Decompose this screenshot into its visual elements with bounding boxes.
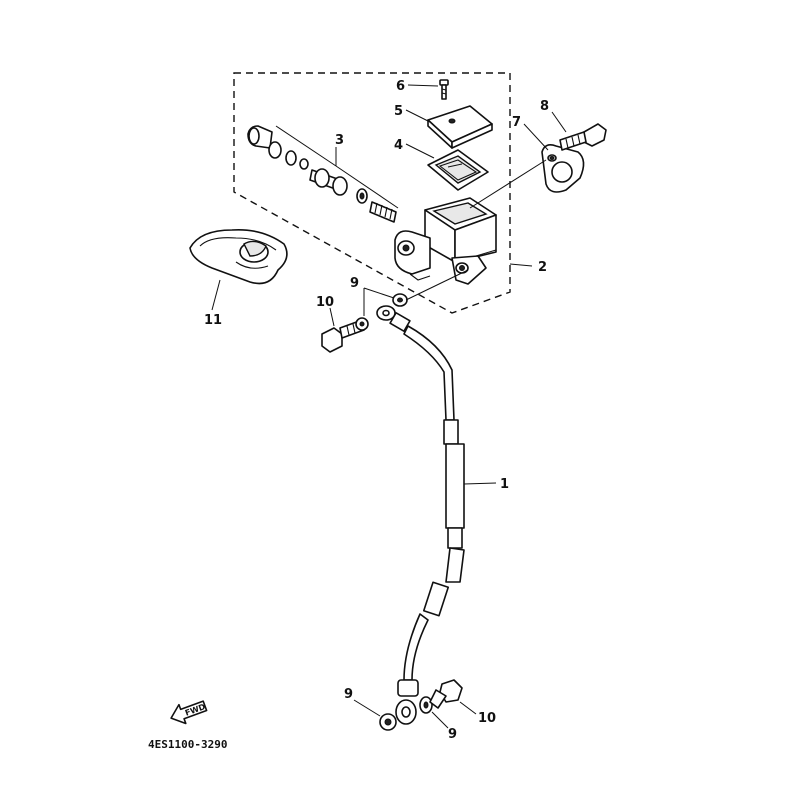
part-7-holder [541,144,585,193]
label-part-11: 11 [204,313,222,328]
part-5-reservoir-cap [427,105,493,149]
part-6-screw [439,79,449,100]
fwd-arrow-icon: FWD [170,700,208,725]
part-10-union-bolt-lower [429,679,463,709]
part-1-brake-hose [376,305,465,725]
part-11-cover [189,228,288,285]
label-part-1: 1 [500,477,509,492]
part-9-washers-lower [379,696,433,731]
part-2-master-cylinder [394,197,497,285]
master-cylinder-assembly-boundary [233,72,511,314]
label-part-9-upper: 9 [350,276,359,291]
label-part-9-lower-right: 9 [448,727,457,742]
part-8-bolt [559,123,607,151]
diagram-code: 4ES1100-3290 [148,738,227,751]
label-part-10-upper: 10 [316,295,334,310]
part-9-washers-upper [355,293,408,331]
label-part-5: 5 [394,104,403,119]
label-part-2: 2 [538,260,547,275]
label-part-10-lower: 10 [478,711,496,726]
label-part-8: 8 [540,99,549,114]
label-part-4: 4 [394,138,403,153]
label-part-3: 3 [335,133,344,148]
label-part-6: 6 [396,79,405,94]
part-4-diaphragm [427,149,489,191]
part-3-piston-kit [247,125,397,223]
label-part-9-lower-left: 9 [344,687,353,702]
label-part-7: 7 [512,115,521,130]
leader-lines [211,84,567,729]
